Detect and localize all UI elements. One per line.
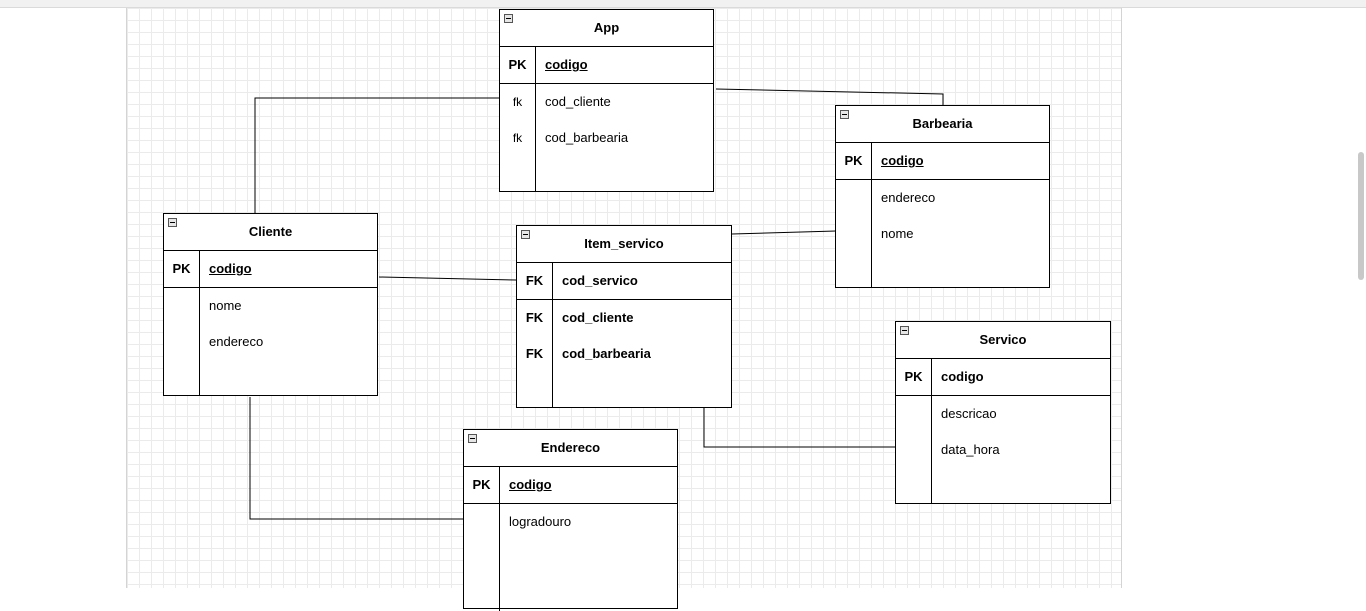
entity-title: Barbearia [912, 116, 973, 131]
attribute-section[interactable]: fk fk cod_cliente cod_barbearia [500, 84, 713, 191]
pk-label: PK [164, 251, 200, 287]
entity-header[interactable]: Cliente [164, 214, 377, 251]
pk-label: PK [836, 143, 872, 179]
field-column: descricao data_hora [932, 396, 1110, 503]
field-nome[interactable]: nome [881, 226, 914, 241]
primary-key-row[interactable]: PK codigo [464, 467, 677, 504]
fk-label: fk [512, 95, 523, 109]
fk-label: FK [525, 346, 544, 361]
pk-field: codigo [881, 153, 924, 168]
entity-barbearia[interactable]: Barbearia PK codigo endereco nome [835, 105, 1050, 288]
pk-label: PK [464, 467, 500, 503]
pk-label: PK [896, 359, 932, 395]
pk-label: PK [500, 47, 536, 83]
field-data-hora[interactable]: data_hora [941, 442, 1000, 457]
entity-app[interactable]: App PK codigo fk fk cod_cliente cod_barb… [499, 9, 714, 192]
entity-title: App [593, 20, 620, 35]
primary-key-row[interactable]: PK codigo [500, 47, 713, 84]
attribute-section[interactable]: descricao data_hora [896, 396, 1110, 503]
entity-title: Servico [979, 332, 1027, 347]
fk-label: fk [512, 131, 523, 145]
fk-label: FK [517, 263, 553, 299]
relation-item-servico-servico[interactable] [703, 406, 896, 448]
entity-title: Cliente [248, 224, 293, 239]
relation-cliente-item-servico[interactable] [378, 276, 517, 281]
collapse-icon[interactable] [468, 434, 477, 443]
field-column: endereco nome [872, 180, 1049, 287]
entity-servico[interactable]: Servico PK codigo descricao data_hora [895, 321, 1111, 504]
relationship-lines [249, 88, 944, 520]
collapse-icon[interactable] [840, 110, 849, 119]
pk-field: codigo [545, 57, 588, 72]
attribute-section[interactable]: FK FK cod_cliente cod_barbearia [517, 300, 731, 407]
collapse-icon[interactable] [900, 326, 909, 335]
entity-title: Item_servico [584, 236, 664, 251]
fk-label: FK [525, 310, 544, 325]
entity-item-servico[interactable]: Item_servico FK cod_servico FK FK cod_cl… [516, 225, 732, 408]
primary-key-row[interactable]: PK codigo [836, 143, 1049, 180]
relation-cliente-endereco[interactable] [249, 397, 464, 520]
relation-item-servico-barbearia[interactable] [731, 230, 837, 235]
field-descricao[interactable]: descricao [941, 406, 997, 421]
key-column [896, 396, 932, 503]
entity-endereco[interactable]: Endereco PK codigo logradouro [463, 429, 678, 611]
vertical-scrollbar[interactable] [1358, 152, 1364, 280]
field-column: nome endereco [200, 288, 377, 395]
field-column: cod_cliente cod_barbearia [536, 84, 713, 191]
collapse-icon[interactable] [504, 14, 513, 23]
collapse-icon[interactable] [168, 218, 177, 227]
attribute-section[interactable]: endereco nome [836, 180, 1049, 287]
entity-header[interactable]: Barbearia [836, 106, 1049, 143]
attribute-section[interactable]: nome endereco [164, 288, 377, 395]
entity-header[interactable]: Endereco [464, 430, 677, 467]
field-cod-cliente[interactable]: cod_cliente [545, 94, 611, 109]
field-cod-cliente[interactable]: cod_cliente [562, 310, 634, 325]
relation-app-cliente[interactable] [254, 97, 500, 213]
field-cod-servico: cod_servico [562, 273, 638, 288]
top-toolbar-strip [0, 0, 1366, 8]
key-column: fk fk [500, 84, 536, 191]
entity-header[interactable]: App [500, 10, 713, 47]
pk-field: codigo [941, 369, 984, 384]
primary-key-row[interactable]: PK codigo [896, 359, 1110, 396]
field-logradouro[interactable]: logradouro [509, 514, 572, 529]
field-cod-barbearia[interactable]: cod_barbearia [545, 130, 629, 145]
collapse-icon[interactable] [521, 230, 530, 239]
foreign-key-row[interactable]: FK cod_servico [517, 263, 731, 300]
field-endereco[interactable]: endereco [881, 190, 936, 205]
entity-cliente[interactable]: Cliente PK codigo nome endereco [163, 213, 378, 396]
entity-header[interactable]: Item_servico [517, 226, 731, 263]
field-column: cod_cliente cod_barbearia [553, 300, 731, 407]
key-column [164, 288, 200, 395]
field-column: logradouro [500, 504, 677, 611]
attribute-section[interactable]: logradouro [464, 504, 677, 611]
primary-key-row[interactable]: PK codigo [164, 251, 377, 288]
pk-field: codigo [509, 477, 552, 492]
pk-field: codigo [209, 261, 252, 276]
relation-app-barbearia[interactable] [715, 88, 944, 105]
field-endereco[interactable]: endereco [209, 334, 264, 349]
key-column [464, 504, 500, 611]
key-column [836, 180, 872, 287]
field-cod-barbearia[interactable]: cod_barbearia [562, 346, 651, 361]
field-nome[interactable]: nome [209, 298, 242, 313]
entity-header[interactable]: Servico [896, 322, 1110, 359]
key-column: FK FK [517, 300, 553, 407]
entity-title: Endereco [540, 440, 601, 455]
